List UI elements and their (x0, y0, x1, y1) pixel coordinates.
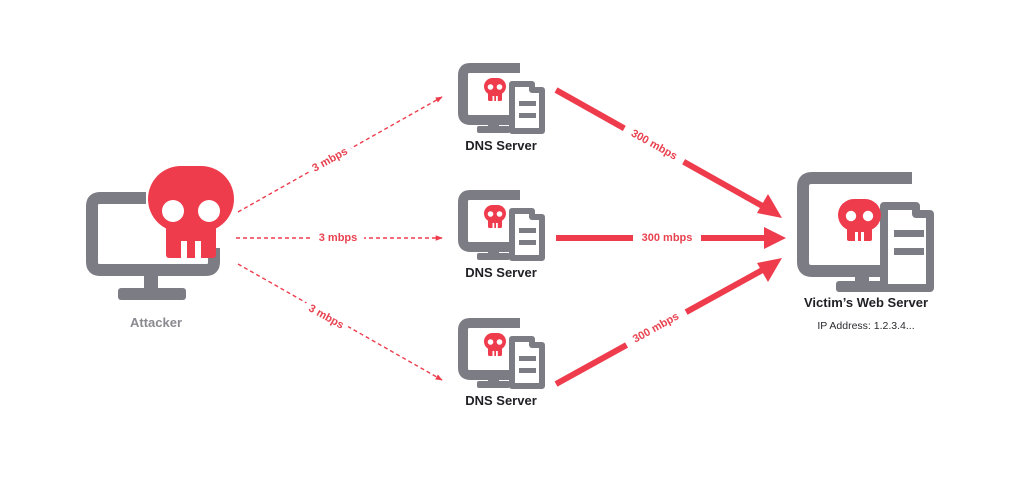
edge-label-bg (305, 141, 355, 178)
arrowhead-dns-3-to-victim (757, 258, 782, 282)
attacker-monitor-stand (144, 270, 158, 290)
dns-server-skull-icon (458, 190, 545, 261)
dns-monitor-stand (488, 120, 499, 128)
edge-label-bg (633, 229, 701, 246)
attacker-edges (236, 96, 443, 381)
edge-label-bg (312, 230, 364, 245)
arrowhead-dns-1-to-victim (757, 194, 782, 218)
dns-monitor-stand (488, 375, 499, 383)
dns-server-skull-icon (458, 63, 545, 134)
attacker-monitor-frame (86, 192, 220, 276)
server-tower-icon (509, 336, 545, 389)
server-tower-icon (509, 208, 545, 261)
edge-label-bg (620, 120, 689, 169)
edge-label-bg (621, 303, 690, 352)
arrowhead-dns-2-to-victim (764, 227, 786, 249)
skull-icon (838, 199, 881, 241)
dns-monitor-base (477, 126, 510, 133)
dns-monitor-base (477, 381, 510, 388)
dns-monitor-stand (488, 247, 499, 255)
victim-node: Victim’s Web Server IP Address: 1.2.3.4.… (797, 172, 934, 332)
skull-icon (148, 166, 234, 259)
skull-icon (484, 333, 506, 356)
dns-monitor-frame (458, 318, 520, 380)
skull-icon (484, 78, 506, 101)
dns-server-node: DNS Server (458, 190, 545, 280)
attacker-node: Attacker (86, 166, 234, 330)
server-tower-icon (509, 81, 545, 134)
skull-icon (484, 205, 506, 228)
attacker-label: Attacker (130, 315, 182, 330)
dns-server-label: DNS Server (465, 138, 537, 153)
dns-server-label: DNS Server (465, 393, 537, 408)
victim-monitor-base (836, 281, 890, 292)
victim-ip-address: IP Address: 1.2.3.4... (817, 320, 914, 332)
victim-label: Victim’s Web Server (804, 295, 928, 310)
dns-server-node: DNS Server (458, 63, 545, 153)
victim-monitor-stand (855, 271, 869, 283)
dns-monitor-base (477, 253, 510, 260)
dns-server-node: DNS Server (458, 318, 545, 408)
edge-label-attacker-dns-2: 3 mbps (319, 232, 358, 244)
dns-server-skull-icon (458, 318, 545, 389)
attacker-monitor-skull-icon (86, 166, 234, 300)
attacker-monitor-base (118, 288, 186, 300)
server-tower-icon (880, 202, 934, 292)
dns-monitor-frame (458, 190, 520, 252)
edge-label-bg (301, 298, 351, 335)
dns-server-label: DNS Server (465, 265, 537, 280)
dns-monitor-frame (458, 63, 520, 125)
edge-labels: 3 mbps 3 mbps 3 mbps 300 mbps 300 mbps 3… (301, 120, 701, 352)
victim-server-skull-icon (797, 172, 934, 292)
edge-label-dns-victim-2: 300 mbps (642, 232, 693, 244)
victim-monitor-frame (797, 172, 912, 277)
